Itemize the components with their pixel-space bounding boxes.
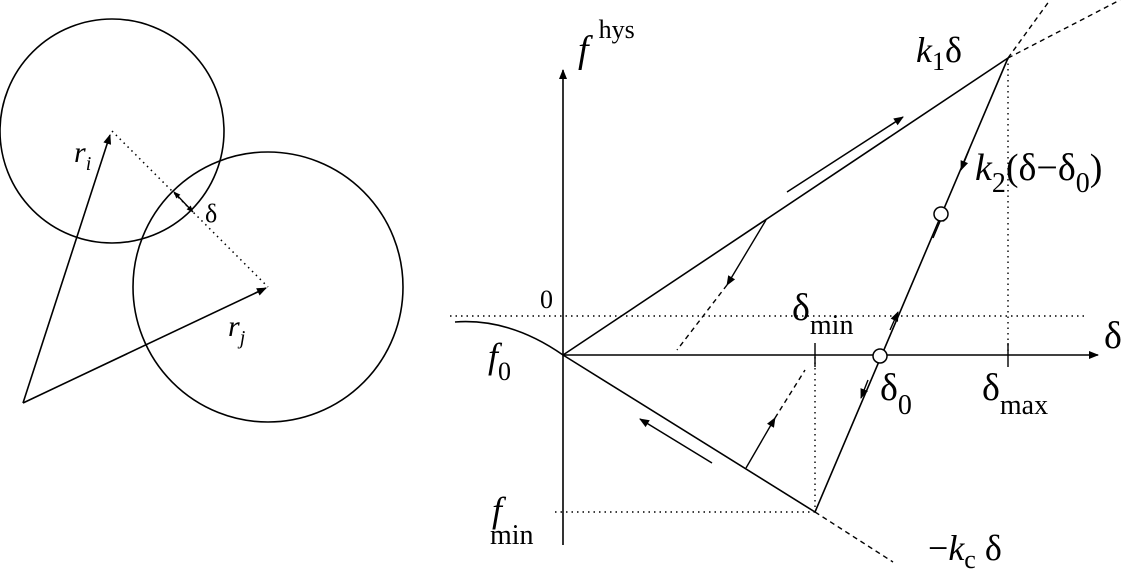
k2-delta-label: k2(δ−δ0) xyxy=(975,147,1102,199)
k2-arrow-up-zero xyxy=(889,311,899,331)
intermediate-reloading-lower-dashed xyxy=(774,369,806,419)
rj-label: rj xyxy=(228,310,246,349)
intermediate-unloading-upper-solid xyxy=(726,219,767,286)
particle-i-circle xyxy=(0,18,225,244)
kc-tensile-line xyxy=(562,354,816,513)
kc-extension-dashed xyxy=(814,511,894,563)
x-axis-label: δ xyxy=(1104,315,1122,357)
delta-min-label: δmin xyxy=(792,287,853,341)
k2-arrow-down-low xyxy=(860,379,869,399)
zero-label: 0 xyxy=(540,285,553,314)
k1-loading-line xyxy=(562,57,1009,356)
k1-delta-label: k1δ xyxy=(916,30,962,76)
ri-label: ri xyxy=(74,136,91,175)
hysteresis-plot xyxy=(450,0,1121,563)
k2-arrow-down-top xyxy=(960,149,970,171)
delta-max-label: δmax xyxy=(982,367,1048,421)
k2-midpoint-marker-circle xyxy=(933,206,949,222)
k2-unloading-line xyxy=(814,57,1009,513)
particle-j-circle xyxy=(132,151,404,423)
delta-overlap-label: δ xyxy=(205,199,217,228)
position-vector-ri xyxy=(22,134,112,404)
position-vector-rj xyxy=(22,287,267,404)
loading-direction-arrow xyxy=(786,116,904,193)
delta0-marker-circle xyxy=(872,348,888,364)
intermediate-reloading-lower-solid xyxy=(745,417,776,469)
k1-extension-dashed xyxy=(1007,0,1121,59)
particle-overlap-panel xyxy=(0,18,404,423)
k2-extension-dashed xyxy=(1007,0,1051,59)
delta0-label: δ0 xyxy=(880,367,912,421)
intermediate-unloading-upper-dashed xyxy=(676,284,728,351)
kc-delta-label: −kc δ xyxy=(928,528,1002,574)
f0-label: f0 xyxy=(488,336,511,386)
tensile-direction-arrow xyxy=(639,418,713,464)
f0-attractive-curve xyxy=(454,320,564,356)
overlap-delta-arrow xyxy=(173,191,194,213)
